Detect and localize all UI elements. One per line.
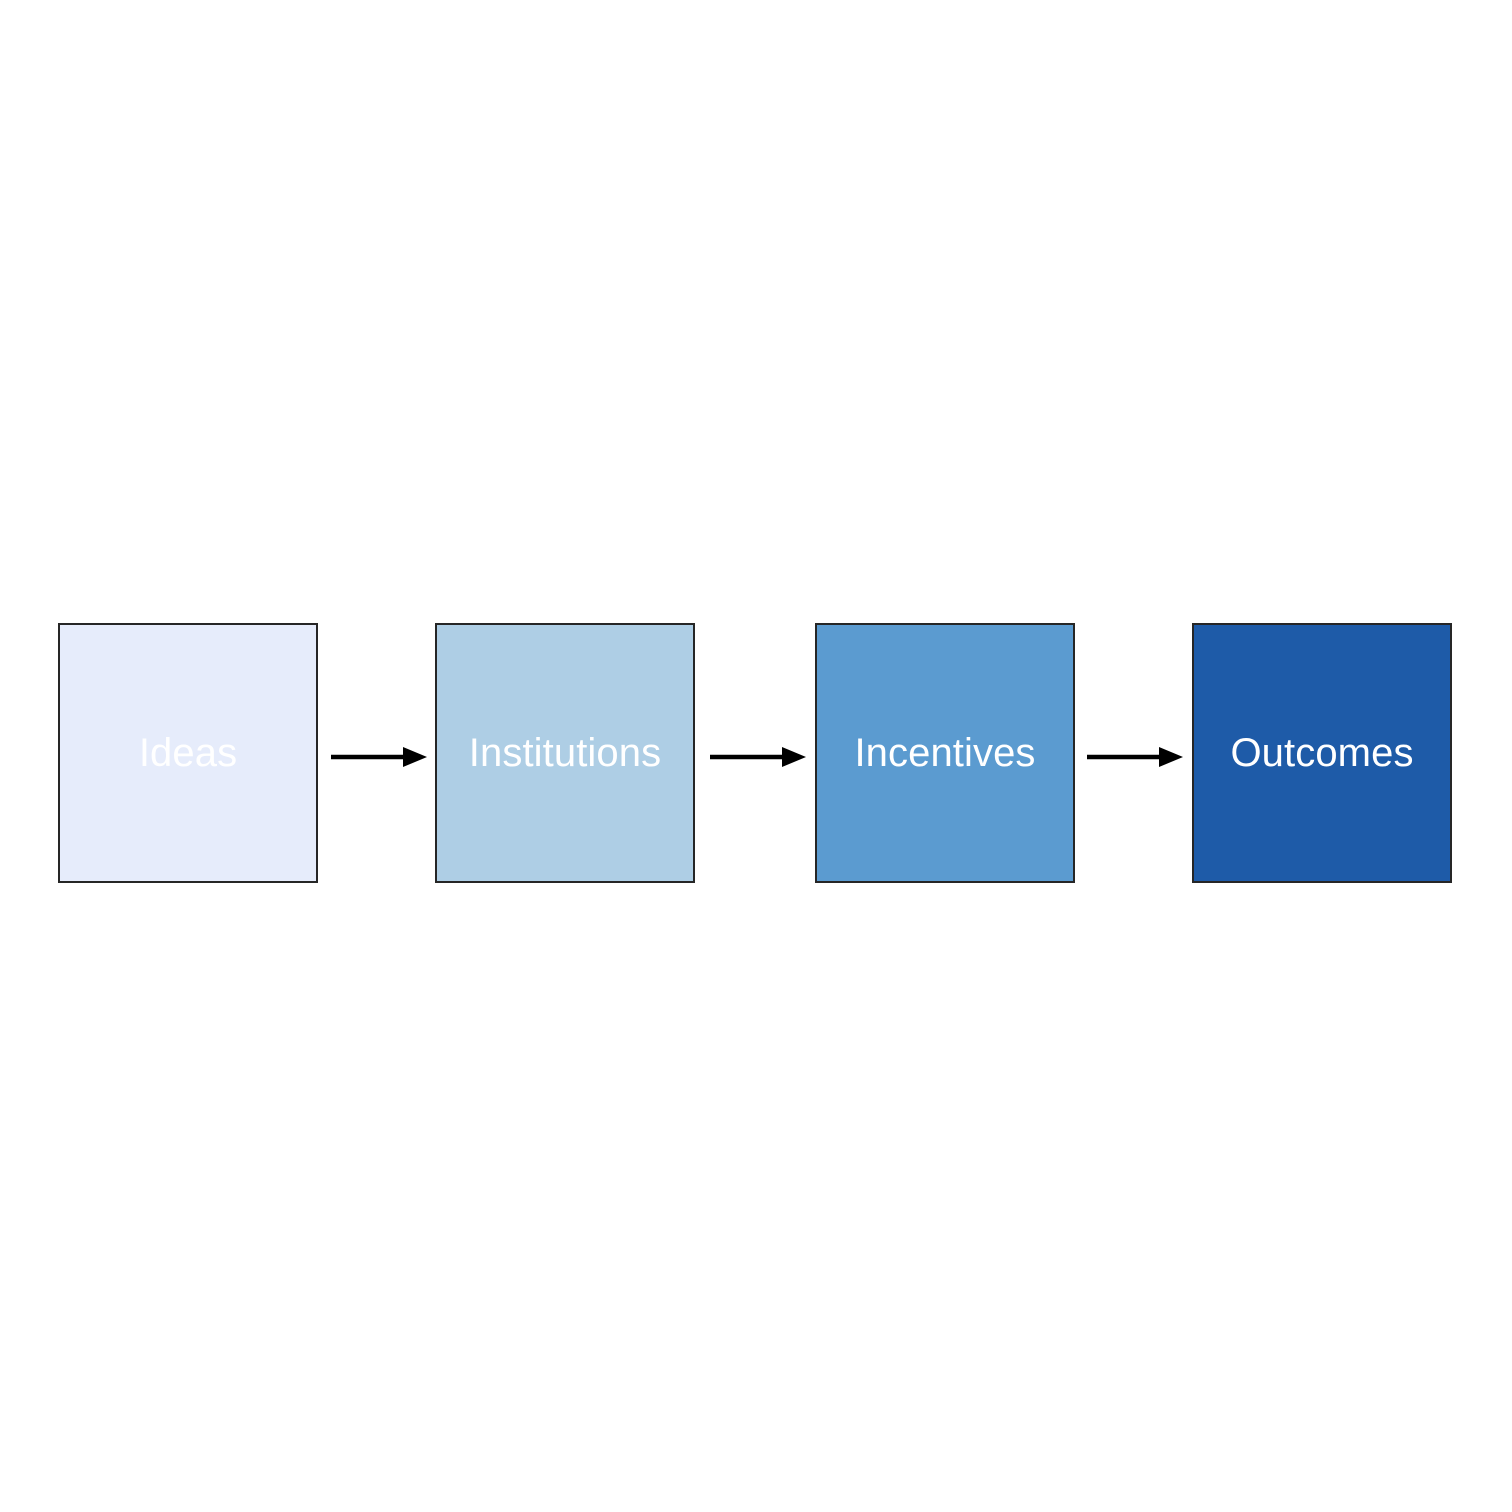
arrow-incentives-to-outcomes-icon xyxy=(1087,745,1185,769)
flow-node-label: Ideas xyxy=(138,731,238,775)
flow-node-incentives[interactable]: Incentives xyxy=(815,623,1075,883)
flow-node-label: Outcomes xyxy=(1230,731,1414,775)
arrow-ideas-to-institutions-icon xyxy=(331,745,429,769)
flow-node-institutions[interactable]: Institutions xyxy=(435,623,695,883)
flow-chain: Ideas Institutions Incentives xyxy=(0,623,1512,885)
flow-node-label: Institutions xyxy=(468,731,662,775)
flow-node-label: Incentives xyxy=(854,731,1036,775)
flow-node-ideas[interactable]: Ideas xyxy=(58,623,318,883)
flow-node-outcomes[interactable]: Outcomes xyxy=(1192,623,1452,883)
arrow-institutions-to-incentives-icon xyxy=(710,745,808,769)
